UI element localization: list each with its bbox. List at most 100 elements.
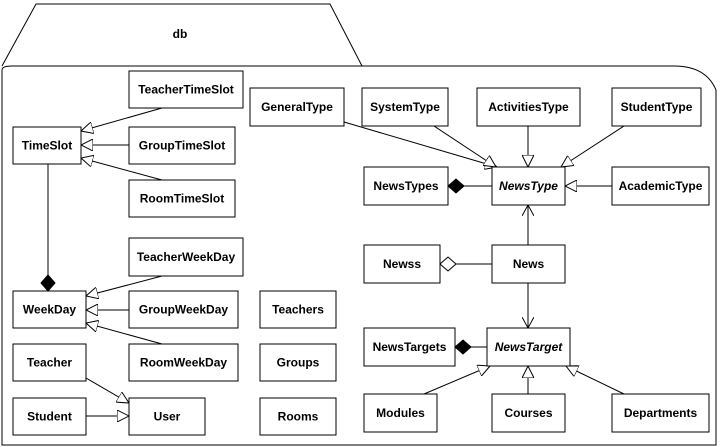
class-box	[128, 179, 236, 218]
class-name-label: News	[513, 257, 545, 271]
class-name-label: Newss	[383, 257, 421, 271]
class-name-label: GeneralType	[261, 100, 333, 114]
class-box	[363, 244, 441, 284]
class-teacher[interactable]: Teacher	[12, 343, 87, 382]
generalization-systemtype-newstype	[433, 125, 496, 167]
class-name-label: Departments	[624, 406, 698, 420]
generalization-roomtimeslot-timeslot	[81, 158, 163, 181]
generalization-departments-newstarget	[566, 366, 625, 395]
class-systemtype[interactable]: SystemType	[361, 87, 449, 127]
class-modules[interactable]: Modules	[363, 393, 438, 433]
class-box	[128, 237, 244, 277]
class-box	[611, 393, 710, 433]
relationships	[40, 107, 625, 416]
generalization-roomweekday-weekday	[86, 323, 163, 345]
class-box	[128, 397, 206, 436]
class-box	[128, 70, 244, 109]
class-rooms[interactable]: Rooms	[259, 397, 337, 436]
class-box	[259, 290, 337, 329]
class-newstypes[interactable]: NewsTypes	[363, 166, 449, 206]
class-academictype[interactable]: AcademicType	[611, 166, 710, 206]
class-teachertimeslot[interactable]: TeacherTimeSlot	[128, 70, 244, 109]
class-name-label: WeekDay	[23, 303, 76, 317]
class-name-label: ActivitiesType	[488, 100, 569, 114]
class-name-label: AcademicType	[619, 179, 703, 193]
package-tab	[1, 3, 363, 67]
class-name-label: NewsTargets	[373, 340, 447, 354]
class-box	[361, 87, 449, 127]
class-name-label: NewsTarget	[495, 340, 564, 354]
class-newstargets[interactable]: NewsTargets	[363, 327, 456, 367]
class-newstype[interactable]: NewsType	[491, 166, 566, 206]
class-student[interactable]: Student	[12, 397, 87, 436]
class-name-label: TeacherTimeSlot	[138, 83, 234, 97]
class-activitiestype[interactable]: ActivitiesType	[476, 87, 581, 127]
class-newstarget[interactable]: NewsTarget	[486, 327, 571, 367]
class-box	[12, 126, 82, 165]
class-teachers[interactable]: Teachers	[259, 290, 337, 329]
class-box	[491, 393, 566, 433]
class-name-label: GroupWeekDay	[139, 303, 228, 317]
class-box	[128, 290, 239, 329]
class-name-label: SystemType	[370, 100, 440, 114]
class-box	[363, 327, 456, 367]
generalization-teacher-user	[85, 377, 129, 403]
generalization-generaltype-newstype	[343, 121, 497, 167]
class-groups[interactable]: Groups	[259, 343, 337, 382]
class-name-label: Student	[27, 410, 72, 424]
class-generaltype[interactable]: GeneralType	[249, 87, 345, 127]
class-courses[interactable]: Courses	[491, 393, 566, 433]
generalization-teachertimeslot-timeslot	[81, 107, 163, 131]
class-newss[interactable]: Newss	[363, 244, 441, 284]
class-news[interactable]: News	[491, 244, 566, 284]
composition-diamond-weekday	[40, 274, 56, 292]
class-box	[128, 343, 239, 382]
class-box	[249, 87, 345, 127]
class-name-label: User	[154, 410, 181, 424]
class-name-label: TimeSlot	[22, 139, 72, 153]
class-box	[491, 166, 566, 206]
class-studenttype[interactable]: StudentType	[611, 87, 702, 127]
class-box	[363, 166, 449, 206]
class-name-label: Rooms	[278, 410, 319, 424]
class-name-label: RoomTimeSlot	[140, 192, 224, 206]
class-box	[259, 397, 337, 436]
class-weekday[interactable]: WeekDay	[12, 290, 87, 329]
class-timeslot[interactable]: TimeSlot	[12, 126, 82, 165]
class-name-label: GroupTimeSlot	[139, 139, 225, 153]
class-box	[12, 397, 87, 436]
class-name-label: RoomWeekDay	[140, 356, 227, 370]
class-user[interactable]: User	[128, 397, 206, 436]
class-roomtimeslot[interactable]: RoomTimeSlot	[128, 179, 236, 218]
class-box	[363, 393, 438, 433]
class-box	[128, 126, 236, 165]
class-roomweekday[interactable]: RoomWeekDay	[128, 343, 239, 382]
class-box	[486, 327, 571, 367]
class-name-label: TeacherWeekDay	[137, 250, 236, 264]
generalization-modules-newstarget	[423, 366, 490, 395]
class-name-label: Modules	[376, 406, 425, 420]
class-name-label: NewsType	[499, 179, 558, 193]
package-db: db	[1, 3, 717, 446]
class-name-label: NewsTypes	[373, 179, 438, 193]
class-teacherweekday[interactable]: TeacherWeekDay	[128, 237, 244, 277]
class-name-label: Courses	[504, 406, 552, 420]
class-name-label: Groups	[277, 356, 320, 370]
class-name-label: Teacher	[27, 356, 72, 370]
class-name-label: StudentType	[621, 100, 693, 114]
package-label: db	[173, 27, 188, 41]
class-box	[611, 87, 702, 127]
class-box	[12, 343, 87, 382]
class-box	[491, 244, 566, 284]
class-grouptimeslot[interactable]: GroupTimeSlot	[128, 126, 236, 165]
class-box	[611, 166, 710, 206]
class-box	[259, 343, 337, 382]
class-box	[12, 290, 87, 329]
class-groupweekday[interactable]: GroupWeekDay	[128, 290, 239, 329]
generalization-teacherweekday-weekday	[86, 275, 163, 296]
class-name-label: Teachers	[272, 303, 324, 317]
class-box	[476, 87, 581, 127]
class-departments[interactable]: Departments	[611, 393, 710, 433]
